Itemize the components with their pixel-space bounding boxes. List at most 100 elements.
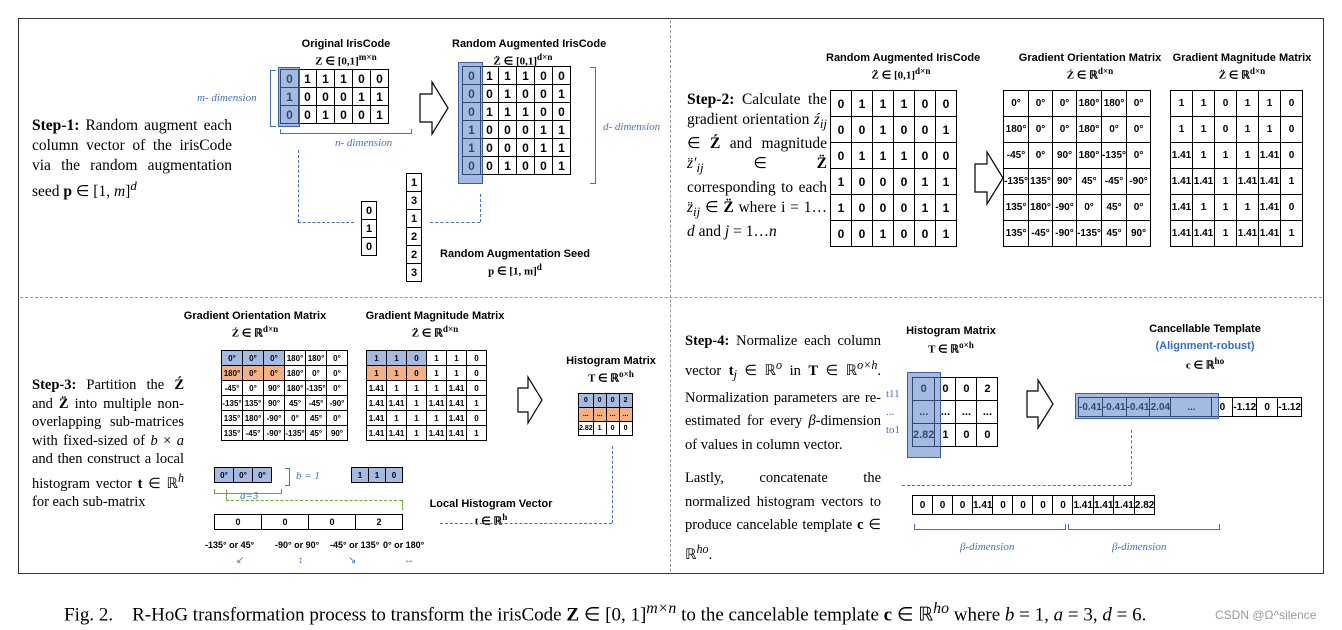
- matrix-cell: 1: [406, 425, 427, 441]
- matrix-cell: -135°: [1101, 142, 1128, 169]
- matrix-cell: 135°: [1028, 168, 1054, 195]
- matrix-cell: 1: [552, 84, 571, 103]
- matrix-cell: 1: [1214, 220, 1237, 247]
- matrix-cell: 1: [370, 87, 389, 106]
- matrix-cell: 0: [534, 102, 553, 121]
- matrix-cell: 1: [446, 365, 467, 381]
- matrix-cell: 180°: [284, 380, 306, 396]
- matrix-cell: 1: [830, 168, 852, 195]
- matrix-cell: 180°: [1101, 90, 1128, 117]
- matrix-cell: -90°: [263, 410, 285, 426]
- matrix-cell: 0°: [326, 410, 348, 426]
- matrix-cell: 90°: [1052, 142, 1078, 169]
- matrix-cell: 1.41: [1236, 220, 1259, 247]
- matrix-cell: -45°: [242, 425, 264, 441]
- matrix-cell: ...: [618, 407, 633, 422]
- matrix-cell: 0: [516, 138, 535, 157]
- matrix-cell: 0: [334, 87, 353, 106]
- step4-cancel-sub: c ∈ ℝho: [1185, 356, 1225, 372]
- matrix-cell: 1.41: [426, 395, 447, 411]
- step1-arrow-icon: [419, 80, 449, 136]
- matrix-cell: 0°: [1052, 116, 1078, 143]
- matrix-cell: 1.41: [366, 380, 387, 396]
- matrix-cell: 1: [1236, 194, 1259, 221]
- matrix-cell: 1: [351, 467, 369, 483]
- matrix-cell: 0°: [1126, 116, 1152, 143]
- matrix-cell: 0: [370, 69, 389, 88]
- matrix-cell: -90°: [326, 395, 348, 411]
- matrix-cell: 0: [480, 156, 499, 175]
- matrix-cell: 2: [406, 227, 422, 246]
- step3-sub-orient: 0°0°0°: [214, 467, 272, 483]
- step4-cancel-note: (Alignment-robust): [1155, 340, 1255, 352]
- matrix-cell: 180°: [284, 365, 306, 381]
- step1-seed-sub: p ∈ [1, m]d: [488, 262, 542, 278]
- step1-flow-vertical: [298, 150, 299, 222]
- matrix-cell: 1.41: [366, 395, 387, 411]
- matrix-cell: -45°: [1101, 168, 1128, 195]
- matrix-cell: 1: [534, 138, 553, 157]
- matrix-cell: 0°: [1052, 90, 1078, 117]
- matrix-cell: 1: [446, 350, 467, 366]
- matrix-cell: 0: [830, 142, 852, 169]
- matrix-cell: 1: [316, 69, 335, 88]
- matrix-cell: 1.41: [1072, 495, 1094, 515]
- matrix-cell: 0: [466, 380, 487, 396]
- matrix-cell: 0°: [233, 467, 253, 483]
- d-dim-bracket: [590, 67, 596, 184]
- matrix-cell: 1: [386, 365, 407, 381]
- matrix-cell: 1.41: [426, 425, 447, 441]
- matrix-cell: 1: [935, 116, 957, 143]
- bin-arrows: ↙↕↘↔: [236, 555, 414, 566]
- matrix-cell: 0: [534, 66, 553, 85]
- matrix-cell: 1.41: [1092, 495, 1115, 515]
- step1-orig-sub: Z ∈ [0,1]m×n: [315, 52, 377, 68]
- matrix-cell: 0: [516, 156, 535, 175]
- step1-orig-highlight: [278, 67, 300, 127]
- matrix-cell: 0: [1280, 116, 1303, 143]
- d-dimension-label: d- dimension: [603, 121, 661, 133]
- bin-4: 0° or 180°: [383, 540, 425, 550]
- matrix-cell: 0: [298, 87, 317, 106]
- matrix-cell: 1: [552, 156, 571, 175]
- matrix-cell: 0: [516, 120, 535, 139]
- matrix-cell: 1: [1192, 90, 1215, 117]
- matrix-cell: 0: [851, 194, 873, 221]
- matrix-cell: 1: [316, 105, 335, 124]
- row-label-3: to1: [886, 424, 901, 436]
- matrix-cell: -1.12: [1232, 397, 1258, 417]
- matrix-cell: 2: [976, 377, 999, 401]
- matrix-cell: 0: [851, 168, 873, 195]
- step3-green-down: [226, 490, 227, 500]
- matrix-cell: 1: [1170, 116, 1193, 143]
- matrix-cell: 2.82: [578, 421, 594, 436]
- step3-orient-title: Gradient Orientation Matrix: [183, 310, 327, 322]
- matrix-cell: 1: [534, 120, 553, 139]
- matrix-cell: 45°: [1101, 220, 1128, 247]
- matrix-cell: 1: [466, 395, 487, 411]
- matrix-cell: 0°: [326, 365, 348, 381]
- matrix-cell: 1: [552, 120, 571, 139]
- step1-aug-title: Random Augmented IrisCode: [452, 38, 607, 50]
- matrix-cell: 1: [872, 142, 894, 169]
- matrix-cell: 0: [893, 116, 915, 143]
- matrix-cell: 0: [406, 350, 427, 366]
- step2-arrow-icon: [974, 150, 1004, 206]
- matrix-cell: 0: [516, 84, 535, 103]
- matrix-cell: 1: [406, 380, 427, 396]
- matrix-cell: 0: [952, 495, 973, 515]
- matrix-cell: 1: [592, 421, 607, 436]
- matrix-cell: 0: [893, 220, 915, 247]
- matrix-cell: 0: [352, 105, 371, 124]
- step4-flow-left: [902, 485, 1131, 486]
- matrix-cell: 90°: [1126, 220, 1152, 247]
- matrix-cell: -90°: [1052, 220, 1078, 247]
- step3-local-sub: t ∈ ℝh: [474, 512, 508, 528]
- step2-mag-title: Gradient Magnitude Matrix: [1172, 52, 1312, 64]
- matrix-cell: 0°: [1126, 142, 1152, 169]
- matrix-cell: 0: [605, 393, 620, 408]
- matrix-cell: 1: [1214, 142, 1237, 169]
- matrix-cell: 45°: [1076, 168, 1103, 195]
- step3-flow-up: [612, 446, 613, 523]
